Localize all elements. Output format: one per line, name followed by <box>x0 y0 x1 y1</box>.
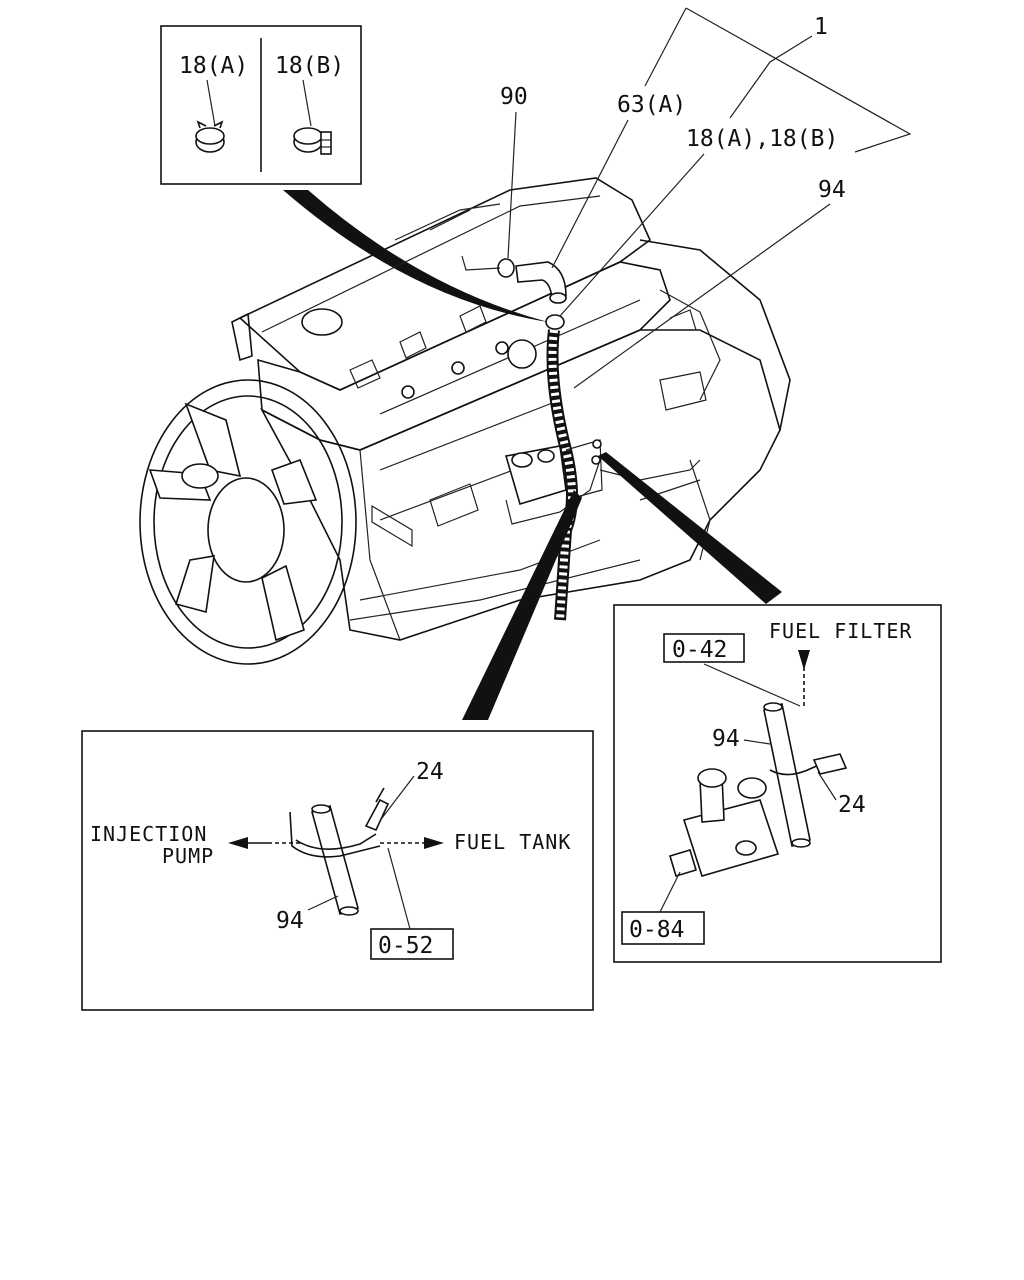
callout-63a-leader <box>551 119 629 269</box>
clamp-b-label: 18(B) <box>275 53 344 79</box>
top-callouts: 1 90 63(A) 18(A),18(B) 94 <box>500 7 912 389</box>
fan-hub <box>207 477 285 583</box>
injection-pump-arrow-icon <box>228 837 248 849</box>
oil-filler-cap <box>301 308 343 336</box>
filter-fitting-24-label: 24 <box>838 792 866 818</box>
ref-084-leader <box>659 871 681 913</box>
filter-body-icon <box>682 799 780 877</box>
fuel-filter-inset: FUEL FILTER 0-42 94 24 0-84 <box>613 604 942 963</box>
pump-inset-pointer-wedge <box>462 490 582 720</box>
callout-1-bracket <box>644 7 912 153</box>
clamp-a-label: 18(A) <box>179 53 248 79</box>
ref-box-052 <box>370 928 454 960</box>
cooling-fan-shroud <box>139 379 357 665</box>
filter-fitting-24-icon <box>812 753 848 775</box>
thermostat-outlet <box>507 339 537 369</box>
clamp-b-leader <box>302 79 312 127</box>
fan-blade <box>184 402 242 478</box>
fuel-filter-inset-frame <box>613 604 942 963</box>
clamp-b-icon <box>293 127 332 155</box>
ref-box-084 <box>621 911 705 945</box>
fan-blade <box>270 458 318 505</box>
ref-052: 0-52 <box>378 933 433 959</box>
fuel-tank-label: FUEL TANK <box>454 830 571 854</box>
clamp-90-icon <box>497 258 515 278</box>
injection-label-line1: INJECTION <box>90 822 207 846</box>
ref-box-042 <box>663 633 745 663</box>
callout-part-94: 94 <box>818 177 846 203</box>
callout-90-leader <box>507 111 517 259</box>
clamp-inset: 18(A) 18(B) <box>160 25 362 185</box>
ref-084: 0-84 <box>629 917 684 943</box>
engine-assembly <box>139 177 791 665</box>
callout-part-63a: 63(A) <box>617 92 686 118</box>
fan-blade <box>174 555 215 614</box>
ref-042: 0-42 <box>672 637 727 663</box>
fan-blade <box>261 564 305 642</box>
filter-hose-94-label: 94 <box>712 726 740 752</box>
clamp-pointer-wedge <box>283 190 548 322</box>
callout-part-90: 90 <box>500 84 528 110</box>
ref-042-leader <box>703 663 801 707</box>
injection-label-line2: PUMP <box>162 844 214 868</box>
pump-fitting-24-icon <box>364 798 390 832</box>
hose-63a <box>461 255 567 304</box>
ref-052-leader <box>387 847 411 930</box>
pump-tank-inset-frame <box>81 730 594 1011</box>
pump-fitting-24-label: 24 <box>416 759 444 785</box>
pump-hose-94-label: 94 <box>276 908 304 934</box>
fuel-tank-arrow-icon <box>424 837 444 849</box>
callout-94-leader <box>573 203 831 389</box>
callout-part-18ab: 18(A),18(B) <box>686 126 838 152</box>
clamp-inset-frame <box>160 25 362 185</box>
callout-part-1: 1 <box>814 14 828 40</box>
cylinder-head <box>257 261 671 451</box>
pump-tank-inset: INJECTION PUMP FUEL TANK 24 94 0-52 <box>81 730 594 1011</box>
clamp-a-icon <box>195 120 225 153</box>
filter-bolt-icon <box>669 849 697 877</box>
fuel-filter-label: FUEL FILTER <box>769 619 912 643</box>
filter-inset-pointer-wedge <box>598 452 782 604</box>
clamp-a-leader <box>206 79 216 127</box>
clamp-18ab-icon <box>545 314 565 330</box>
callout-18ab-leader <box>559 153 705 317</box>
